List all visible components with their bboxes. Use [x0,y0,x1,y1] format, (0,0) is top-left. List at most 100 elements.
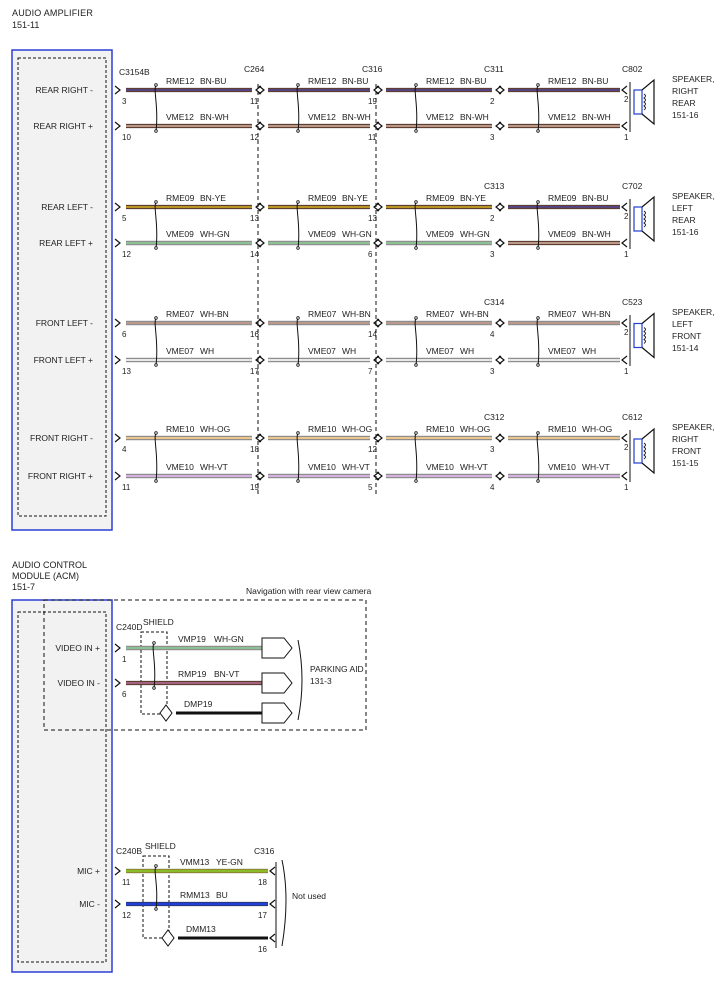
inline-pin-number-fr-0-1: 19 [250,483,259,492]
amplifier-module-box [11,49,113,531]
mic-shield-label: SHIELD [145,841,176,851]
twist-fl-seg3-bottom [536,363,540,367]
circuit-label-fl-1-seg2: VME07 [426,346,454,356]
inline-pin-rr-2-0-out [498,85,505,95]
color-label-fl-0-seg1: WH-BN [342,309,371,319]
speaker-name-fr-1: RIGHT [672,434,698,444]
amp-pin-label-rl-0: REAR LEFT - [41,202,93,212]
inline-pin-rl-0-0-in [255,202,262,212]
amp-pin-number-fr-0: 4 [122,445,127,454]
acm-title-line-1: AUDIO CONTROL [12,560,88,570]
speaker-pin-arrow-rl-1 [621,238,628,248]
mic-circuit-0: VMM13 [180,857,210,867]
twist-fr-seg3 [536,432,540,482]
mic-dest-pin-2: 16 [258,945,267,954]
twist-fr-seg2-top [414,431,418,435]
amp-pin-arrow-fl-1 [114,355,121,365]
mic-pin-number-0: 11 [122,878,131,887]
twist-fl-seg1-bottom [296,363,300,367]
inline-pin-number-rl-0-1: 14 [250,250,259,259]
inline-pin-fr-0-0-in [255,433,262,443]
nav-option-note: Navigation with rear view camera [246,586,371,596]
video-twist-top [152,641,156,645]
mic-dest-note: Not used [292,891,326,901]
speaker-fr-body [633,438,643,464]
inline-pin-rl-0-1-in [255,238,262,248]
speaker-fl-cone [641,312,655,359]
color-label-fr-1-seg3: WH-VT [582,462,610,472]
twist-fl-seg0-top [154,316,158,320]
twist-rl-seg2-bottom [414,246,418,250]
video-pin-number-1: 6 [122,690,127,699]
circuit-label-rl-1-seg3: VME09 [548,229,576,239]
video-pin-arrow-0 [114,643,121,653]
twist-fl-seg3-top [536,316,540,320]
twist-fr-seg0 [154,432,158,482]
amplifier-ref: 151-11 [12,20,40,30]
twist-fl-seg1-top [296,316,300,320]
inline-pin-number-fl-0-1: 17 [250,367,259,376]
mic-dest-arrow-1 [269,899,276,909]
speaker-name-fr-3: 151-15 [672,458,699,468]
amp-pin-arrow-rl-1 [114,238,121,248]
twist-rl-seg2 [414,201,418,249]
speaker-rr-body [633,89,643,115]
color-label-rr-1-seg3: BN-WH [582,112,611,122]
speaker-name-rl-3: 151-16 [672,227,699,237]
color-label-fl-1-seg3: WH [582,346,596,356]
color-label-fl-1-seg2: WH [460,346,474,356]
amp-pin-number-rl-1: 12 [122,250,131,259]
speaker-pin-number-rr-0: 2 [624,95,629,104]
speaker-name-rl-2: REAR [672,215,696,225]
inline-pin-fr-1-1-in [373,471,380,481]
twist-rr-seg1-top [296,83,300,87]
video-connector-label: C240D [116,622,142,632]
speaker-pin-number-rr-1: 1 [624,133,629,142]
inline-pin-rl-1-0-in [373,202,380,212]
inline-pin-rl-2-0-in [495,202,502,212]
inline-pin-number-fl-2-0: 4 [490,330,495,339]
color-label-rr-0-seg0: BN-BU [200,76,226,86]
amp-pin-number-fl-0: 6 [122,330,127,339]
mic-connector-label: C240B [116,846,142,856]
speaker-connector-rl: C702 [622,181,643,191]
inline-pin-number-rr-1-1: 11 [368,133,377,142]
speaker-name-rr-2: REAR [672,98,696,108]
mic-pin-number-1: 12 [122,911,131,920]
inline-pin-number-rl-1-1: 6 [368,250,373,259]
mic-dest-brace [281,859,287,947]
twist-fl-seg2 [414,317,418,366]
video-color-0: WH-GN [214,634,244,644]
inline-pin-rr-1-1-out [376,121,383,131]
mic-color-1: BU [216,890,228,900]
color-label-fr-0-seg0: WH-OG [200,424,230,434]
twist-rr-seg2 [414,84,418,132]
amp-pin-arrow-rr-1 [114,121,121,131]
inline-pin-fl-1-1-out [376,355,383,365]
amp-pin-number-rr-1: 10 [122,133,131,142]
circuit-label-fl-0-seg3: RME07 [548,309,577,319]
mic-pin-label-1: MIC - [79,899,100,909]
color-label-rr-0-seg3: BN-BU [582,76,608,86]
mic-pin-label-0: MIC + [77,866,100,876]
mic-dest-arrow-0 [269,866,276,876]
inline-pin-number-rl-2-1: 3 [490,250,495,259]
video-twist [152,642,156,689]
twist-rr-seg2-top [414,83,418,87]
inline-pin-fl-1-0-in [373,318,380,328]
inline-pin-number-rl-2-0: 2 [490,214,495,223]
speaker-name-fr-2: FRONT [672,446,701,456]
inline-pin-fl-1-1-in [373,355,380,365]
amp-pin-label-rl-1: REAR LEFT + [39,238,93,248]
inline-pin-fl-0-0-out [258,318,265,328]
circuit-label-fl-1-seg3: VME07 [548,346,576,356]
inline-pin-rr-1-0-out [376,85,383,95]
color-label-rl-1-seg1: WH-GN [342,229,372,239]
circuit-label-fr-0-seg0: RME10 [166,424,195,434]
inline-pin-rl-0-1-out [258,238,265,248]
video-circuit-0: VMP19 [178,634,206,644]
speaker-rl-cone [641,195,655,243]
speaker-name-rl-0: SPEAKER, [672,191,715,201]
